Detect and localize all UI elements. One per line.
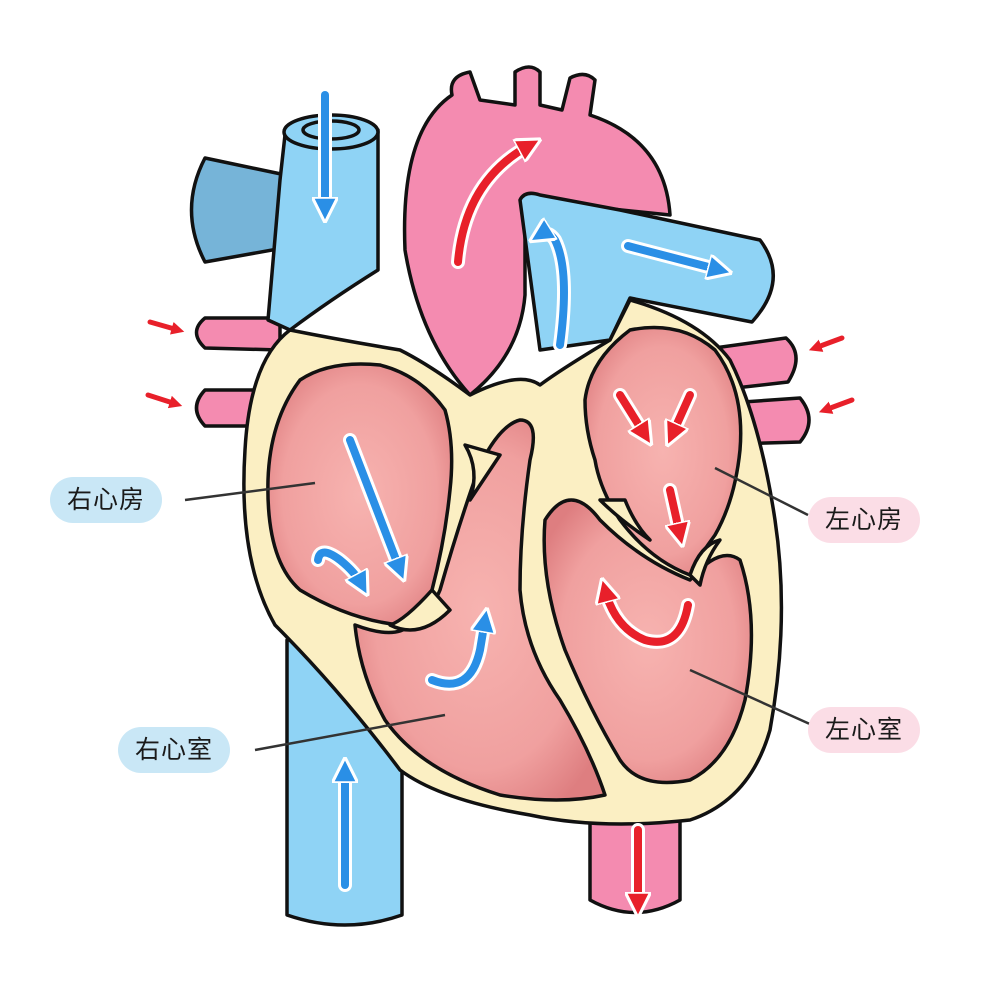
- pulmonary-trunk: [518, 191, 775, 352]
- label-right-ventricle: 右心室: [118, 727, 231, 773]
- label-right-atrium: 右心房: [50, 477, 163, 523]
- flow-arrow-la-3: [670, 486, 680, 535]
- aortic-arch: [402, 65, 672, 397]
- flow-arrow-la-2: [672, 391, 694, 435]
- flow-arrow-pv-left-lower: [145, 392, 183, 409]
- label-left-atrium: 左心房: [808, 497, 921, 543]
- flow-arrow-la-1: [616, 391, 645, 435]
- flow-arrow-ra-curve: [314, 548, 362, 586]
- leader-right-atrium: [184, 481, 316, 502]
- label-left-ventricle: 左心室: [808, 707, 921, 753]
- flow-arrow-pulmonary-artery: [624, 242, 720, 270]
- flow-arrow-aorta: [454, 145, 530, 266]
- mitral-valve: [598, 498, 652, 542]
- leader-left-atrium: [714, 466, 809, 517]
- leader-left-ventricle: [689, 668, 813, 727]
- flow-arrow-pv-right-upper: [808, 335, 845, 352]
- right-pulmonary-artery: [189, 156, 302, 264]
- leader-right-ventricle: [254, 713, 446, 752]
- pulmonary-vein-left-upper: [194, 316, 282, 352]
- flow-arrow-pulmonary-trunk: [540, 233, 568, 349]
- flow-arrow-ra-straight: [346, 436, 400, 570]
- flow-arrow-lv-curve: [605, 590, 692, 646]
- tricuspid-valve: [388, 588, 452, 632]
- flow-arrow-pv-left-upper: [147, 319, 185, 335]
- flow-arrow-rv-curve: [428, 620, 485, 688]
- flow-arrow-pv-right-lower: [818, 397, 855, 414]
